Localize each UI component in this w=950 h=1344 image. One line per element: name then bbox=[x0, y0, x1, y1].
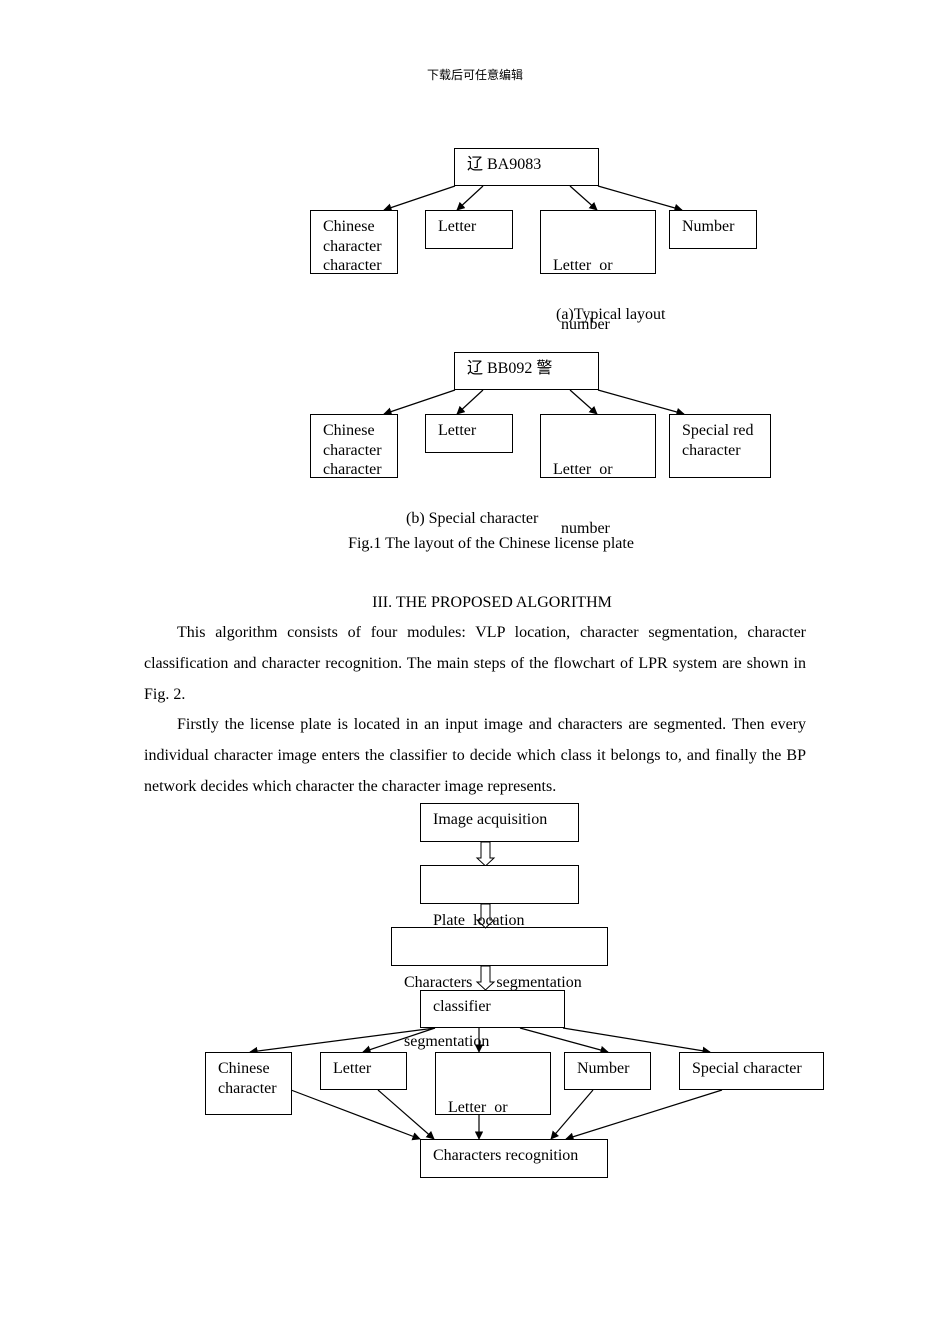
fig2-arrow-class-4 bbox=[519, 1027, 609, 1055]
box-line: Letter or bbox=[553, 461, 613, 478]
box-line: character bbox=[323, 237, 382, 255]
box-line: Letter bbox=[438, 218, 477, 235]
box-line: Chinese bbox=[323, 422, 375, 439]
fig1b-child-special-red: Special red character bbox=[669, 414, 771, 478]
fig1a-arrow-1 bbox=[383, 185, 456, 212]
fig2-class-number: Number bbox=[564, 1052, 651, 1090]
fig1b-child-letter-or-number: Letter or number bbox=[540, 414, 656, 537]
fig2-arrow-out-2 bbox=[377, 1089, 435, 1140]
fig1b-root-box: 辽 BB092 警 bbox=[454, 352, 599, 390]
box-line: Letter bbox=[333, 1060, 372, 1077]
box-line: Chinese bbox=[323, 218, 375, 235]
paragraph-2: Firstly the license plate is located in … bbox=[144, 709, 806, 802]
box-line: character bbox=[323, 257, 382, 274]
fig2-class-special-character: Special character bbox=[679, 1052, 824, 1090]
box-line: Number bbox=[682, 218, 735, 235]
box-line: character bbox=[323, 441, 382, 459]
fig1a-arrow-3 bbox=[569, 185, 598, 211]
fig2-hollow-arrow-1 bbox=[475, 841, 496, 867]
fig2-step-image-acquisition: Image acquisition bbox=[420, 803, 579, 842]
fig1a-arrow-2 bbox=[456, 185, 484, 211]
fig2-class-letter: Letter bbox=[320, 1052, 407, 1090]
fig2-step-plate-location: Plate location bbox=[420, 865, 579, 929]
fig2-arrow-class-1 bbox=[249, 1027, 436, 1056]
fig2-arrow-out-4 bbox=[550, 1089, 594, 1140]
fig2-arrow-out-1 bbox=[290, 1089, 421, 1141]
fig2-output-recognition: Characters recognition bbox=[420, 1139, 608, 1178]
box-line: Letter or bbox=[553, 257, 613, 274]
box-line: Chinese bbox=[218, 1060, 270, 1077]
paragraph-text: This algorithm consists of four modules:… bbox=[144, 624, 806, 703]
box-line: character bbox=[323, 461, 382, 478]
fig1a-root-box: 辽 BA9083 bbox=[454, 148, 599, 186]
fig1b-arrow-3 bbox=[569, 389, 598, 415]
box-line: character bbox=[218, 1079, 277, 1097]
box-line: character bbox=[682, 441, 741, 459]
paragraph-1: This algorithm consists of four modules:… bbox=[144, 617, 806, 710]
fig1b-child-chinese: Chinese character character bbox=[310, 414, 398, 478]
fig1a-child-letter: Letter bbox=[425, 210, 513, 249]
fig2-step-segmentation: Characters segmentation segmentation bbox=[391, 927, 608, 1050]
fig2-arrow-class-5 bbox=[562, 1027, 711, 1055]
figure-caption: Fig.1 The layout of the Chinese license … bbox=[348, 535, 634, 552]
fig1a-child-letter-or-number: Letter or number bbox=[540, 210, 656, 333]
fig1b-root-label: 辽 BB092 警 bbox=[467, 360, 553, 377]
fig2-class-chinese-character: Chinese character bbox=[205, 1052, 292, 1115]
fig1a-root-label: 辽 BA9083 bbox=[467, 156, 542, 173]
fig2-hollow-arrow-3 bbox=[475, 965, 496, 991]
box-line: Number bbox=[577, 1060, 630, 1077]
fig1b-arrow-1 bbox=[383, 389, 456, 416]
box-line: Characters recognition bbox=[433, 1147, 579, 1164]
box-line: number bbox=[553, 519, 610, 537]
fig1a-child-chinese: Chinese character character bbox=[310, 210, 398, 274]
fig1b-arrow-4 bbox=[597, 389, 685, 417]
fig1b-child-letter: Letter bbox=[425, 414, 513, 453]
fig2-class-letter-or-number: Letter or number bbox=[435, 1052, 551, 1175]
section-heading: III. THE PROPOSED ALGORITHM bbox=[372, 594, 612, 611]
box-line: classifier bbox=[433, 998, 491, 1015]
box-line: segmentation bbox=[404, 1032, 490, 1050]
fig1a-caption: (a)Typical layout bbox=[556, 306, 666, 323]
fig2-step-classifier: classifier bbox=[420, 990, 565, 1028]
box-line: Image acquisition bbox=[433, 811, 548, 828]
page-header: 下载后可任意编辑 bbox=[426, 68, 523, 82]
box-line: Letter or bbox=[448, 1099, 508, 1116]
fig2-arrow-out-5 bbox=[565, 1089, 723, 1141]
box-line: number bbox=[553, 315, 610, 333]
fig1b-caption: (b) Special character bbox=[406, 510, 539, 527]
fig1a-arrow-4 bbox=[597, 185, 683, 212]
fig1b-arrow-2 bbox=[456, 389, 484, 415]
paragraph-text: Firstly the license plate is located in … bbox=[144, 716, 806, 795]
box-line: Plate location bbox=[433, 912, 525, 929]
fig1a-child-number: Number bbox=[669, 210, 757, 249]
box-line: Characters segmentation bbox=[404, 974, 582, 991]
box-line: Letter bbox=[438, 422, 477, 439]
box-line: Special red bbox=[682, 422, 754, 439]
fig2-arrow-class-2 bbox=[362, 1027, 436, 1054]
box-line: Special character bbox=[692, 1060, 802, 1077]
fig2-hollow-arrow-2 bbox=[475, 903, 496, 929]
